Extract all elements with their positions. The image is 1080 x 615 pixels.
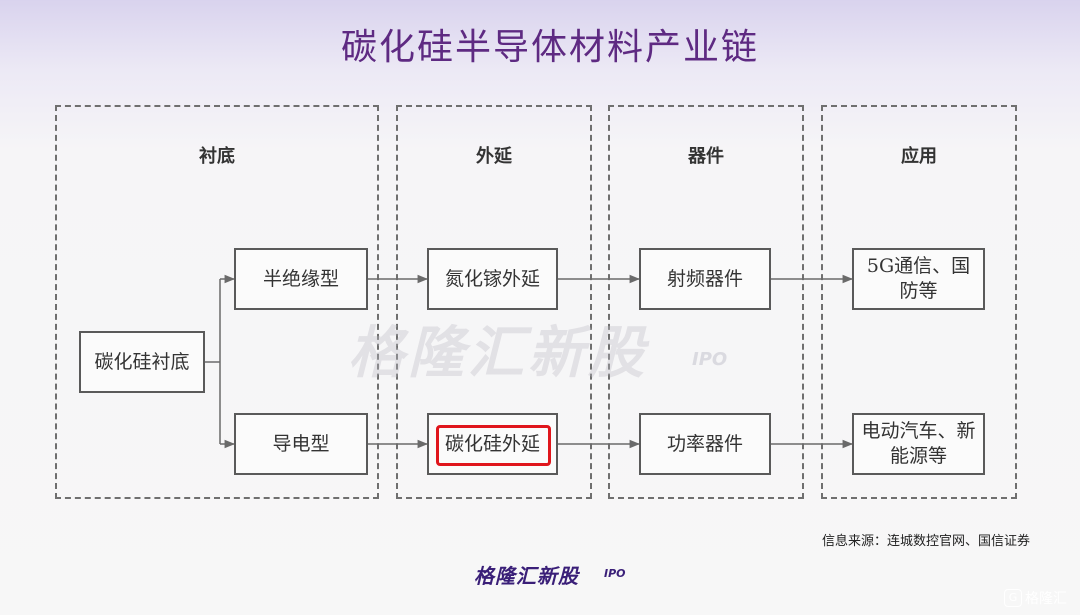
corner-watermark-text: 格隆汇 xyxy=(1025,591,1067,607)
highlight-sic-epitaxy xyxy=(436,425,551,466)
corner-watermark: G 格隆汇 xyxy=(1004,588,1067,608)
panel-label-substrate: 衬底 xyxy=(199,146,235,167)
box-app-5g-defense: 5G通信、国 防等 xyxy=(852,248,985,310)
box-rf-device: 射频器件 xyxy=(639,248,771,310)
box-sic-substrate: 碳化硅衬底 xyxy=(79,331,205,393)
box-gan-epitaxy: 氮化镓外延 xyxy=(427,248,558,310)
watermark-text: 格隆汇新股 xyxy=(348,321,648,386)
box-app-ev-new-energy: 电动汽车、新 能源等 xyxy=(852,413,985,475)
page-title: 碳化硅半导体材料产业链 xyxy=(340,27,759,68)
box-conductive: 导电型 xyxy=(234,413,368,475)
app-5g-line2: 防等 xyxy=(899,280,938,302)
panel-label-application: 应用 xyxy=(901,146,937,167)
panel-epitaxy xyxy=(396,105,592,499)
app-ev-line1: 电动汽车、新 xyxy=(861,420,976,442)
panel-label-device: 器件 xyxy=(688,146,724,167)
app-ev-line2: 能源等 xyxy=(889,445,947,467)
corner-logo-icon: G xyxy=(1004,589,1022,607)
box-power-device: 功率器件 xyxy=(639,413,771,475)
watermark-ipo: IPO xyxy=(692,349,728,370)
box-semi-insulating: 半绝缘型 xyxy=(234,248,368,310)
footer-logo-ipo: IPO xyxy=(604,567,626,580)
app-5g-line1: 5G通信、国 xyxy=(866,255,971,277)
panel-application xyxy=(821,105,1017,499)
panel-device xyxy=(608,105,804,499)
source-note: 信息来源：连城数控官网、国信证券 xyxy=(822,534,1031,549)
panel-label-epitaxy: 外延 xyxy=(476,146,512,167)
panel-substrate xyxy=(55,105,379,499)
footer-logo: 格隆汇新股 xyxy=(474,564,579,588)
